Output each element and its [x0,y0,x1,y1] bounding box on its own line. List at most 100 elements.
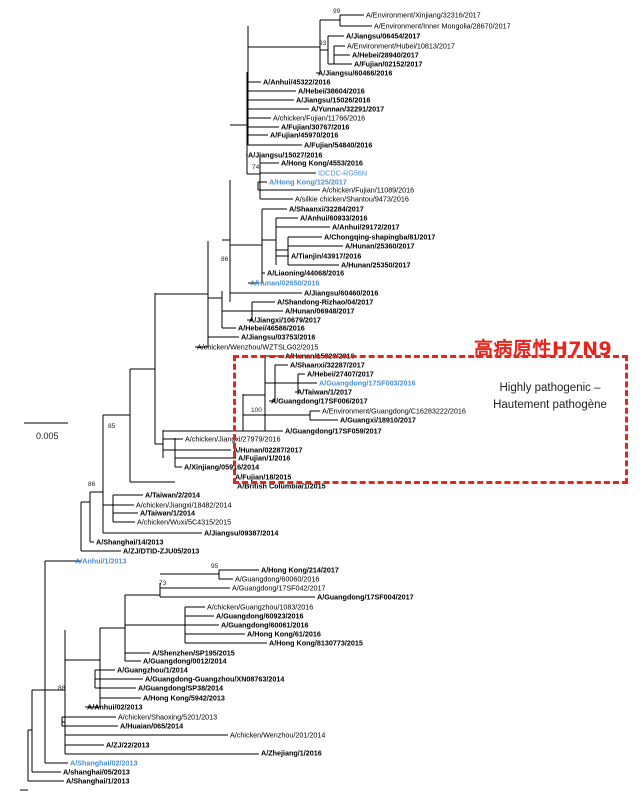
note-line-french: Hautement pathogène [493,399,607,411]
taxon-label: A/Fujian/54840/2016 [304,141,372,150]
taxon-label: A/Taiwan/1/2017 [297,388,352,397]
taxon-label: A/Hong Kong/125/2017 [269,178,347,187]
taxon-label: A/Shanghai/14/2013 [96,538,164,547]
taxon-label: A/Guangdong/60061/2016 [221,621,308,630]
taxon-label: A/chicken/Shaoxing/5201/2013 [118,713,217,722]
taxon-label: A/Anhui/1/2013 [75,557,127,566]
taxon-label: A/Shaanxi/32284/2017 [289,205,364,214]
taxon-label: A/Hebei/38604/2016 [298,87,365,96]
taxon-label: A/Anhui/29172/2017 [332,223,400,232]
taxon-label: A/Guangdong/SP38/2014 [138,684,223,693]
taxon-label: A/Hunan/06948/2017 [285,307,355,316]
taxon-label: A/Taiwan/2/2014 [145,491,200,500]
bootstrap-value: 86 [88,481,96,488]
taxon-label: A/Huaian/065/2014 [120,722,183,731]
taxon-label: A/silkie chicken/Shantou/9473/2016 [295,195,409,204]
taxon-label: A/Hong Kong/5942/2013 [143,694,225,703]
taxon-label: A/Shanghai/1/2013 [66,777,130,786]
bootstrap-value: 74 [252,164,260,171]
taxon-label: A/Hunan/02287/2017 [233,446,303,455]
taxon-label: A/Shandong-Rizhao/04/2017 [277,298,373,307]
taxon-label: A/chicken/Guangzhou/1083/2016 [207,603,313,612]
taxon-label: A/Jiangsu/60460/2016 [304,289,378,298]
taxon-label: A/Environment/Inner Mongolia/28670/2017 [374,22,511,31]
taxon-label: A/Fujian/30767/2016 [281,123,349,132]
taxon-label: A/Shaanxi/32287/2017 [290,361,365,370]
taxon-label: A/Guangdong/60060/2016 [235,575,319,584]
taxon-label: A/Guangdong-Guangzhou/XN08763/2014 [145,675,284,684]
taxon-label: A/Jiangsu/60466/2016 [318,69,392,78]
taxon-label: A/Guangzhou/1/2014 [117,666,188,675]
taxon-label: A/Fujian/02152/2017 [354,60,422,69]
taxon-label: A/Anhui/60933/2016 [300,214,368,223]
taxon-label: A/Environment/Hubei/10813/2017 [347,42,455,51]
taxon-label: A/Guangdong/17SF004/2017 [317,593,414,602]
taxon-label: A/Yunnan/32291/2017 [311,105,384,114]
bootstrap-value: 88 [58,685,66,692]
taxon-label: A/Anhui/02/2013 [87,703,143,712]
taxon-label: A/chicken/Wuxi/5C4315/2015 [137,518,231,527]
taxon-label: A/chicken/Wenzhou/201/2014 [230,731,325,740]
taxon-label: A/Jiangsu/06454/2017 [346,32,420,41]
taxon-label: A/Jiangsu/03753/2016 [241,333,315,342]
taxon-label: A/Guangdong/17SF003/2016 [319,379,416,388]
taxon-label: A/Jiangsu/09387/2014 [204,529,278,538]
highly-pathogenic-h7n9-title: 高病原性H7N9 [474,338,613,360]
taxon-label: A/Hong Kong/8130773/2015 [269,639,363,648]
taxon-label: A/Hong Kong/214/2017 [261,566,339,575]
taxon-label: A/Environment/Guangdong/C16283222/2016 [322,407,466,416]
taxon-label: A/Fujian/18/2015 [235,473,291,482]
taxon-label: A/Guangdong/17SF042/2017 [232,584,326,593]
bootstrap-value: 73 [159,580,167,587]
taxon-label: A/Guangdong/0012/2014 [143,657,226,666]
bootstrap-value: 95 [211,563,219,570]
taxon-label: A/Guangdong/17SF006/2017 [271,397,368,406]
taxon-label: A/Hebei/27407/2017 [307,370,374,379]
taxon-label: A/Liaoning/44068/2016 [267,269,344,278]
taxon-label: A/Chongqing-shapingba/61/2017 [324,233,435,242]
taxon-label: A/Shenzhen/SP195/2015 [152,649,235,658]
taxon-label: A/British Columbia/1/2015 [237,482,326,491]
taxon-label: A/Fujian/1/2016 [238,454,290,463]
taxon-label: A/Xinjiang/05916/2014 [184,463,259,472]
bootstrap-value: 99 [333,8,341,15]
taxon-label: A/Zhejiang/1/2016 [261,749,322,758]
bootstrap-value: 85 [108,423,116,430]
taxon-label: A/Tianjin/43917/2016 [291,252,361,261]
taxon-label: A/Hunan/25350/2017 [341,261,411,270]
taxon-label: A/Shanghai/02/2013 [70,759,138,768]
taxon-labels: A/Environment/Xinjiang/32316/2017A/Envir… [63,11,511,786]
taxon-label: A/Hunan/02650/2016 [250,279,320,288]
taxon-label: A/ZJ/22/2013 [106,741,150,750]
taxon-label: A/shanghai/05/2013 [63,768,130,777]
highly-pathogenic-clade-box [233,355,628,484]
taxon-label: A/Taiwan/1/2014 [140,509,195,518]
taxon-label: A/Environment/Xinjiang/32316/2017 [366,11,481,20]
highly-pathogenic-note: Highly pathogenic – Hautement pathogène [470,380,630,414]
bootstrap-value: 100 [251,407,262,414]
taxon-label: A/Fujian/45970/2016 [270,131,338,140]
taxon-label: IDCDC-RG56N [318,169,367,178]
bootstrap-value: 93 [319,40,327,47]
taxon-label: A/Hebei/46586/2016 [238,324,305,333]
bootstrap-value: 86 [221,256,229,263]
taxon-label: A/Hong Kong/61/2016 [247,630,321,639]
taxon-label: A/chicken/Wenzhou/WZTSLG02/2015 [197,343,318,352]
taxon-label: A/chicken/Jiangxi/27979/2016 [185,435,281,444]
tree-branches [20,14,372,791]
taxon-label: A/Guangdong/17SF059/2017 [285,427,382,436]
note-line-english: Highly pathogenic – [499,382,601,394]
taxon-label: A/Jiangxi/10679/2017 [249,316,321,325]
taxon-label: A/chicken/Fujian/11089/2016 [322,186,414,195]
taxon-label: A/ZJ/DTID-ZJU05/2013 [123,547,199,556]
taxon-label: A/Guangxi/18910/2017 [340,416,416,425]
taxon-label: A/chicken/Fujian/11766/2016 [273,114,365,123]
taxon-label: A/Guangdong/60923/2016 [216,612,303,621]
taxon-label: A/Hong Kong/4553/2016 [281,159,363,168]
taxon-label: A/Anhui/45322/2016 [263,78,331,87]
scale-bar-label: 0.005 [36,431,59,441]
bootstrap-values: 99 93 74 86 100 85 86 95 73 88 [58,8,341,692]
taxon-label: A/chicken/Jiangxi/18482/2014 [136,501,232,510]
